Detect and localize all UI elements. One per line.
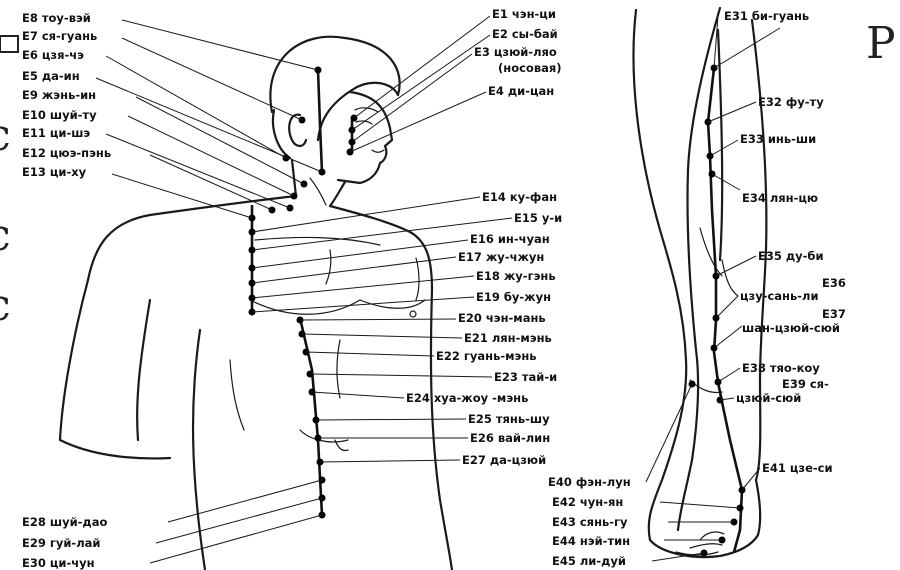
label-E41: E41 цзе-си (762, 461, 833, 475)
label-E9: E9 жэнь-ин (22, 88, 96, 102)
edge-fragment-1: с (0, 110, 11, 161)
label-E13: E13 ци-ху (22, 165, 87, 179)
figure-torso-head (60, 37, 452, 570)
label-E40: E40 фэн-лун (548, 475, 631, 489)
label-E32: E32 фу-ту (758, 95, 824, 109)
label-E24: E24 хуа-жоу -мэнь (406, 391, 528, 405)
label-E5: E5 да-ин (22, 69, 80, 83)
leader-lines-left (96, 16, 512, 563)
edge-fragment-2: с (0, 210, 11, 261)
label-E19: E19 бу-жун (476, 290, 551, 304)
label-E4: E4 ди-цан (488, 84, 554, 98)
label-E30: E30 ци-чун (22, 556, 95, 570)
label-E26: E26 вай-лин (470, 431, 550, 445)
label-E15: E15 у-и (514, 211, 562, 225)
label-E3: E3 цзюй-ляо (474, 45, 557, 59)
label-E2: E2 сы-бай (492, 27, 558, 41)
stomach-channel-torso (252, 70, 352, 515)
label-E14: E14 ку-фан (482, 190, 557, 204)
labels-leg: E31 би-гуань E32 фу-ту E33 инь-ши E34 ля… (548, 9, 846, 568)
labels-torso: E14 ку-фан E15 у-и E16 ин-чуан E17 жу-чж… (406, 190, 562, 467)
label-E33: E33 инь-ши (740, 132, 816, 146)
label-E28: E28 шуй-дао (22, 515, 107, 529)
label-E18: E18 жу-гэнь (476, 269, 556, 283)
label-E44: E44 нэй-тин (552, 534, 630, 548)
label-E25: E25 тянь-шу (468, 412, 550, 426)
label-E36-sub: цзу-сань-ли (740, 289, 819, 303)
label-E8: E8 тоу-вэй (22, 11, 91, 25)
label-E27: E27 да-цзюй (462, 453, 546, 467)
label-E38: E38 тяо-коу (742, 361, 820, 375)
left-edge-fragments: с с с (0, 36, 18, 331)
label-E35: E35 ду-би (758, 249, 824, 263)
labels-left-top: E8 тоу-вэй E7 ся-гуань E6 цзя-чэ E5 да-и… (22, 11, 111, 179)
side-letter: Р (866, 18, 896, 69)
label-E20: E20 чэн-мань (458, 311, 546, 325)
label-E11: E11 ци-шэ (22, 126, 90, 140)
label-E6: E6 цзя-чэ (22, 48, 84, 62)
labels-bottom-left: E28 шуй-дао E29 гуй-лай E30 ци-чун (22, 515, 107, 570)
label-E37-sub: шан-цзюй-сюй (742, 321, 840, 335)
label-E1: E1 чэн-ци (492, 7, 556, 21)
label-E7: E7 ся-гуань (22, 29, 97, 43)
label-E10: E10 шуй-ту (22, 108, 97, 122)
label-E16: E16 ин-чуан (470, 232, 550, 246)
label-E34: E34 лян-цю (742, 191, 818, 205)
label-E43: E43 сянь-гу (552, 515, 628, 529)
edge-fragment-3: с (0, 280, 11, 331)
label-E45: E45 ли-дуй (552, 554, 626, 568)
label-E17: E17 жу-чжун (458, 250, 544, 264)
label-E29: E29 гуй-лай (22, 536, 100, 550)
figure-leg (633, 8, 766, 557)
label-E37: E37 (822, 307, 846, 321)
label-E39-sub: цзюй-сюй (736, 391, 801, 405)
label-E31: E31 би-гуань (724, 9, 809, 23)
label-E21: E21 лян-мэнь (464, 331, 552, 345)
label-E23: E23 тай-и (494, 370, 557, 384)
label-E22: E22 гуань-мэнь (436, 349, 537, 363)
label-E42: E42 чун-ян (552, 495, 623, 509)
label-E3-sub: (носовая) (498, 61, 562, 75)
label-E12: E12 цюэ-пэнь (22, 146, 111, 160)
label-E39: E39 ся- (782, 377, 829, 391)
label-E36: E36 (822, 276, 846, 290)
labels-right-head: E1 чэн-ци E2 сы-бай E3 цзюй-ляо (носовая… (474, 7, 562, 98)
